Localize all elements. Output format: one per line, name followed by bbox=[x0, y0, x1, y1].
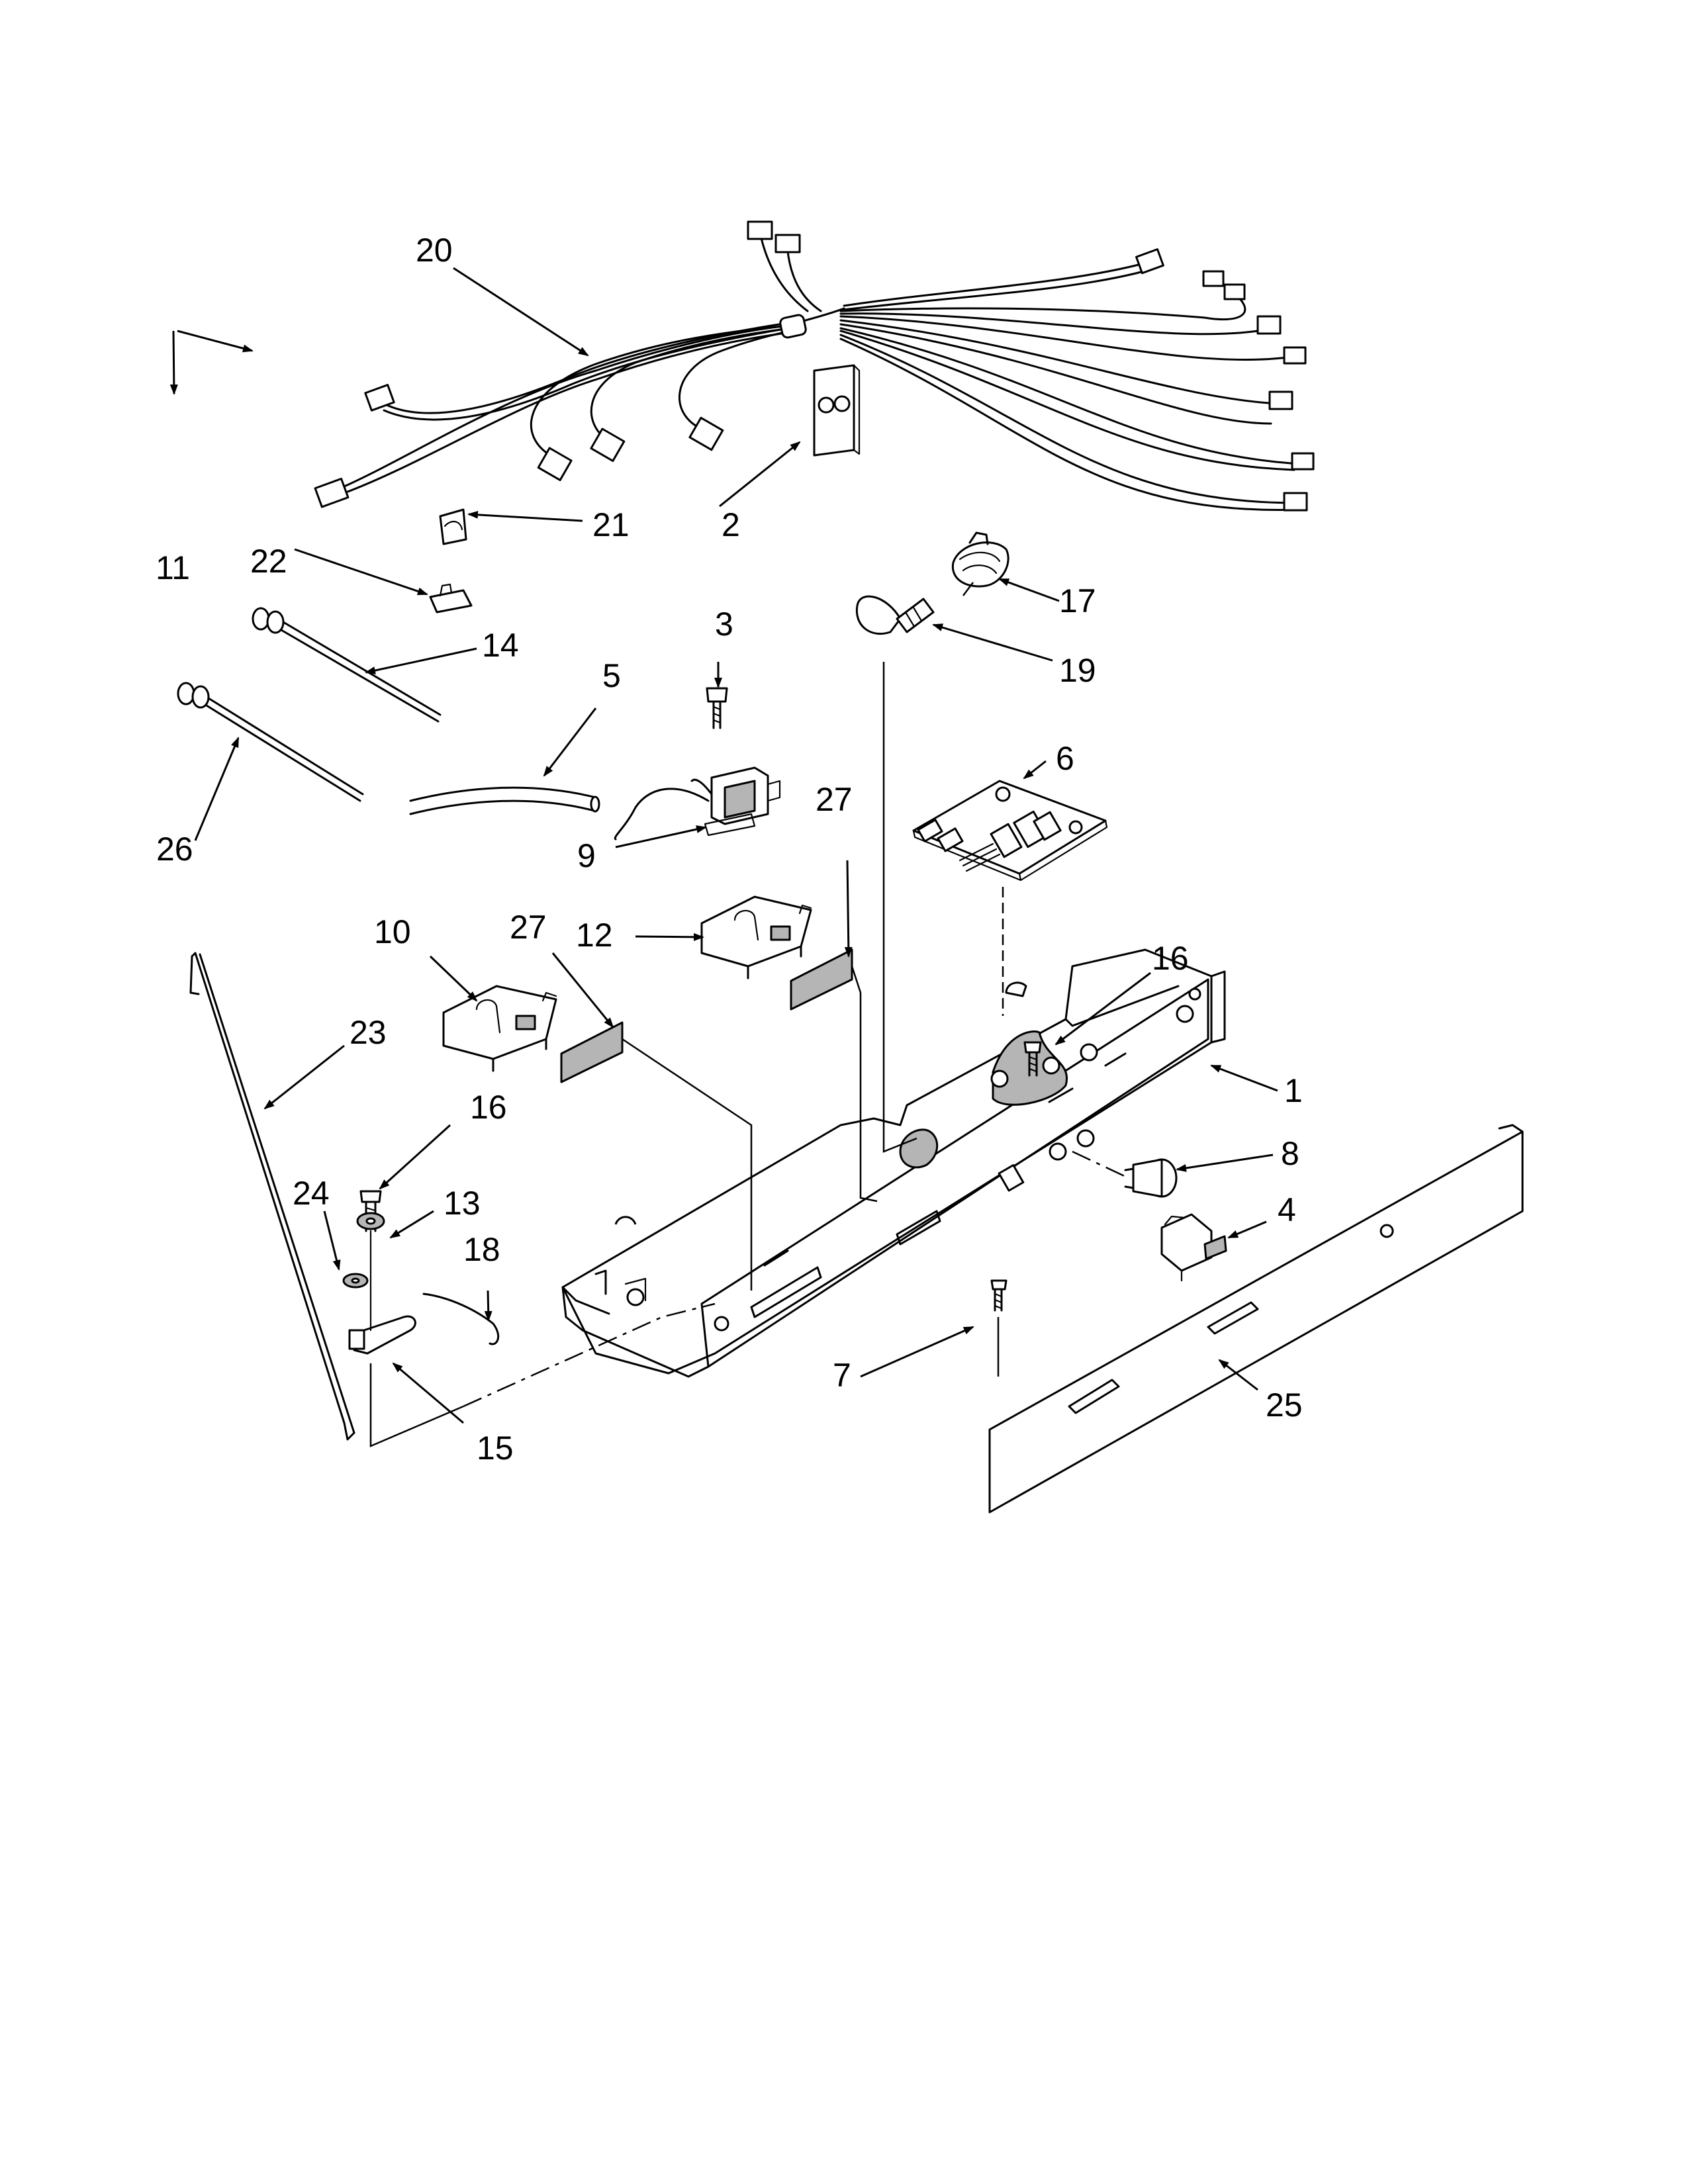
bracket-left bbox=[442, 985, 557, 1072]
callout-2: 2 bbox=[722, 506, 740, 543]
plunger-button bbox=[1124, 1158, 1178, 1198]
tube-lower bbox=[177, 682, 364, 802]
long-rod bbox=[189, 952, 355, 1441]
callout-27b: 27 bbox=[510, 909, 547, 946]
callout-24: 24 bbox=[293, 1175, 330, 1212]
light-bulb bbox=[855, 595, 935, 635]
door-switch bbox=[1160, 1213, 1227, 1282]
callout-1: 1 bbox=[1284, 1072, 1303, 1109]
callout-14: 14 bbox=[482, 627, 519, 664]
callout-23: 23 bbox=[350, 1014, 387, 1051]
screw bbox=[706, 687, 728, 729]
callout-27a: 27 bbox=[816, 781, 853, 818]
wire-harness bbox=[314, 220, 1315, 512]
cover-panel bbox=[988, 1124, 1524, 1514]
mounting-pad bbox=[813, 364, 861, 457]
tube-clip bbox=[429, 583, 473, 614]
callout-18: 18 bbox=[463, 1231, 500, 1268]
callout-15: 15 bbox=[477, 1430, 514, 1467]
callout-17: 17 bbox=[1059, 582, 1096, 619]
callout-labels: 1 2 3 4 5 6 7 8 9 10 11 12 13 14 15 16 1… bbox=[156, 232, 1303, 1467]
callout-11: 11 bbox=[156, 549, 190, 586]
bracket-right bbox=[700, 895, 812, 979]
callout-22: 22 bbox=[250, 543, 287, 580]
connector bbox=[314, 220, 1315, 512]
screw bbox=[1023, 1041, 1042, 1077]
wire-clip bbox=[439, 508, 467, 545]
callout-7: 7 bbox=[833, 1357, 851, 1394]
callout-6: 6 bbox=[1056, 740, 1074, 777]
callout-4: 4 bbox=[1278, 1191, 1296, 1228]
callout-16a: 16 bbox=[1152, 940, 1189, 977]
callout-13: 13 bbox=[444, 1185, 481, 1222]
control-board bbox=[912, 780, 1108, 882]
callout-16b: 16 bbox=[470, 1089, 507, 1126]
callout-20: 20 bbox=[416, 232, 453, 269]
callout-3: 3 bbox=[715, 606, 733, 643]
callout-21: 21 bbox=[592, 506, 630, 543]
callout-12: 12 bbox=[576, 917, 613, 954]
callout-5: 5 bbox=[602, 657, 621, 694]
washer bbox=[342, 1212, 385, 1289]
callout-arrows bbox=[169, 267, 1278, 1424]
callout-9: 9 bbox=[577, 837, 596, 874]
callout-10: 10 bbox=[374, 913, 411, 950]
callout-26: 26 bbox=[156, 831, 193, 868]
switch bbox=[614, 766, 781, 841]
control-housing bbox=[561, 948, 1226, 1378]
callout-19: 19 bbox=[1059, 652, 1096, 689]
leader-lines bbox=[369, 582, 1129, 1447]
label-sticker bbox=[560, 948, 853, 1083]
drain-hose bbox=[409, 786, 600, 815]
screw bbox=[990, 1279, 1008, 1312]
lamp-socket bbox=[951, 531, 1009, 588]
tube-upper bbox=[252, 607, 442, 723]
callout-25: 25 bbox=[1266, 1387, 1303, 1424]
callout-8: 8 bbox=[1281, 1135, 1299, 1172]
hinge-bracket bbox=[348, 1230, 416, 1355]
wire-clip bbox=[422, 1293, 500, 1345]
